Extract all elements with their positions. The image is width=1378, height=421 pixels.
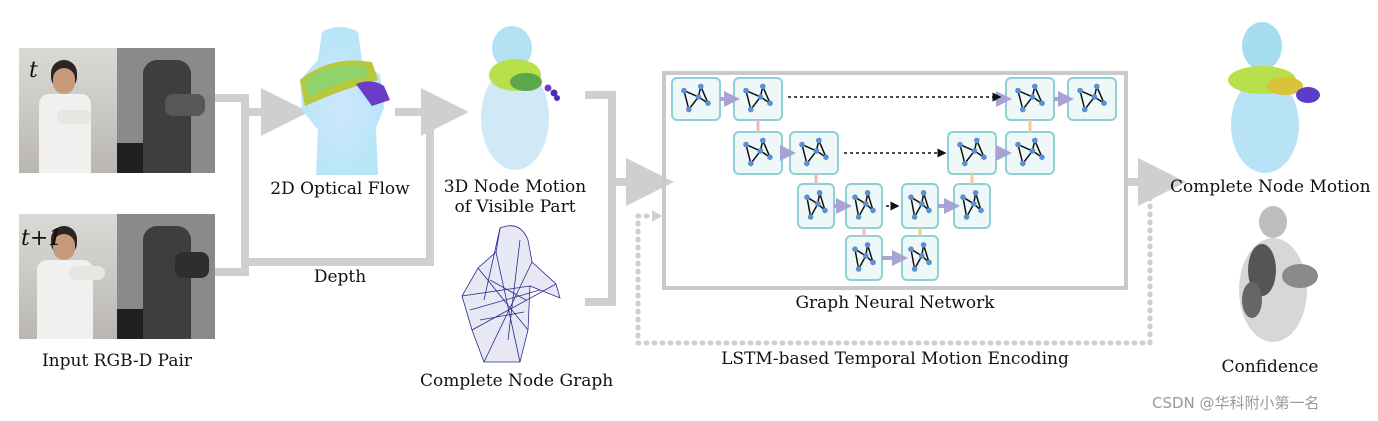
node-motion-label-2: of Visible Part bbox=[454, 197, 576, 217]
depth-label: Depth bbox=[313, 267, 367, 287]
watermark: CSDN @华科附小第一名 bbox=[1152, 394, 1320, 412]
rgb-frame-t1: t+1 bbox=[19, 214, 117, 339]
arrow-motion-to-gnn bbox=[585, 91, 674, 206]
input-rgbd-label: Input RGB-D Pair bbox=[41, 351, 193, 371]
lstm-label: LSTM-based Temporal Motion Encoding bbox=[721, 349, 1069, 369]
confidence-cloud bbox=[1239, 206, 1318, 342]
depth-frame-t bbox=[117, 48, 215, 173]
gnn-blocks bbox=[671, 77, 1117, 281]
optical-flow-figure bbox=[300, 27, 390, 175]
lstm-loop bbox=[635, 187, 1153, 346]
gnn-label: Graph Neural Network bbox=[795, 293, 995, 313]
gnn-frame bbox=[662, 71, 1128, 290]
node-motion-cloud bbox=[481, 26, 560, 170]
arrow-depth bbox=[245, 112, 434, 266]
depth-frame-t1 bbox=[117, 214, 215, 339]
node-motion-label-1: 3D Node Motion bbox=[443, 177, 587, 197]
optical-flow-label: 2D Optical Flow bbox=[270, 179, 410, 199]
time-label-t1: t+1 bbox=[21, 226, 63, 251]
complete-motion-label: Complete Node Motion bbox=[1170, 177, 1371, 197]
time-label-t: t bbox=[29, 58, 38, 83]
arrow-graph-to-gnn bbox=[585, 182, 616, 306]
output-motion-cloud bbox=[1228, 22, 1320, 173]
rgb-frame-t: t bbox=[19, 48, 117, 173]
node-graph-label: Complete Node Graph bbox=[420, 371, 614, 391]
confidence-label: Confidence bbox=[1221, 357, 1319, 377]
arrow-input-to-flow bbox=[215, 88, 309, 136]
node-graph-mesh bbox=[461, 225, 561, 363]
